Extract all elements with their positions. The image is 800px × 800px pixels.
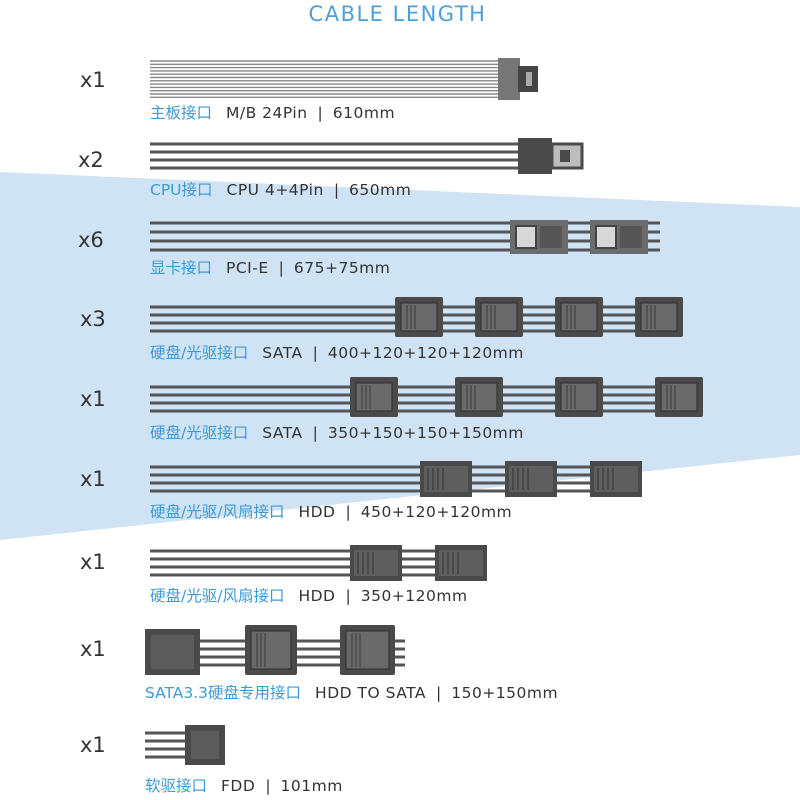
cable-label: CPU接口 CPU 4+4Pin | 650mm	[150, 178, 411, 200]
connector-name-cn: 硬盘/光驱/风扇接口	[150, 587, 285, 605]
connector-spec: FDD	[221, 777, 256, 795]
cable-illustration	[150, 297, 683, 337]
connector-spec: HDD TO SATA	[315, 684, 426, 702]
cable-illustration	[145, 625, 405, 675]
cable-length: 350+120mm	[360, 587, 468, 605]
cable-illustration	[150, 58, 538, 100]
hdd-connector	[145, 629, 200, 675]
separator: |	[317, 104, 323, 122]
cable-length: 150+150mm	[451, 684, 559, 702]
fdd-connector	[185, 725, 225, 765]
connector	[350, 377, 398, 417]
cable-length: 610mm	[332, 104, 396, 122]
cable-label: 硬盘/光驱接口 SATA | 350+150+150+150mm	[150, 421, 524, 443]
connector-spec: M/B 24Pin	[226, 104, 308, 122]
connector-name-cn: 硬盘/光驱接口	[150, 424, 249, 442]
connector	[655, 377, 703, 417]
separator: |	[265, 777, 271, 795]
pcie-connector-aux	[590, 220, 648, 254]
cable-quantity: x2	[78, 148, 104, 172]
connector	[590, 461, 642, 497]
cable-quantity: x6	[78, 228, 104, 252]
separator: |	[345, 503, 351, 521]
cable-label: 硬盘/光驱/风扇接口 HDD | 350+120mm	[150, 584, 468, 606]
connector-spec: CPU 4+4Pin	[226, 181, 324, 199]
connector-name-cn: 显卡接口	[150, 259, 213, 277]
connector	[455, 377, 503, 417]
cable-quantity: x1	[80, 467, 106, 491]
connector	[555, 377, 603, 417]
cable-quantity: x1	[80, 68, 106, 92]
cable-length: 450+120+120mm	[360, 503, 513, 521]
connector	[420, 461, 472, 497]
cable-length: 675+75mm	[293, 259, 391, 277]
connector-spec: HDD	[298, 587, 336, 605]
atx24-connector	[498, 58, 538, 100]
connector-spec: SATA	[262, 344, 303, 362]
cable-quantity: x1	[80, 637, 106, 661]
separator: |	[345, 587, 351, 605]
cable-label: 硬盘/光驱/风扇接口 HDD | 450+120+120mm	[150, 500, 512, 522]
cpu-connector	[518, 138, 584, 174]
connector	[505, 461, 557, 497]
cable-length: 350+150+150+150mm	[327, 424, 524, 442]
separator: |	[312, 344, 318, 362]
connector	[340, 625, 395, 675]
separator: |	[333, 181, 340, 199]
cable-quantity: x1	[80, 387, 106, 411]
cable-illustration	[150, 461, 642, 497]
cable-length: 400+120+120+120mm	[327, 344, 524, 362]
cable-quantity: x1	[80, 550, 106, 574]
connector-name-cn: 软驱接口	[145, 777, 208, 795]
connector	[435, 545, 487, 581]
cable-label: 软驱接口 FDD | 101mm	[145, 774, 343, 796]
connector-name-cn: SATA3.3硬盘专用接口	[145, 684, 302, 702]
connector-name-cn: 硬盘/光驱/风扇接口	[150, 503, 285, 521]
connector-name-cn: CPU接口	[150, 181, 213, 199]
cable-quantity: x1	[80, 733, 106, 757]
connector	[475, 297, 523, 337]
connector	[635, 297, 683, 337]
cable-length: 650mm	[349, 181, 412, 199]
connector-name-cn: 硬盘/光驱接口	[150, 344, 249, 362]
cable-length: 101mm	[280, 777, 343, 795]
cable-label: SATA3.3硬盘专用接口 HDD TO SATA | 150+150mm	[145, 681, 558, 703]
connector	[350, 545, 402, 581]
cable-illustration	[150, 138, 584, 174]
connector-name-cn: 主板接口	[150, 104, 213, 122]
connector	[245, 625, 297, 675]
cable-label: 主板接口 M/B 24Pin | 610mm	[150, 101, 395, 123]
separator: |	[312, 424, 318, 442]
connector-spec: HDD	[298, 503, 336, 521]
cable-label: 硬盘/光驱接口 SATA | 400+120+120+120mm	[150, 341, 524, 363]
cable-quantity: x3	[80, 307, 106, 331]
connector	[395, 297, 443, 337]
connector-spec: SATA	[262, 424, 303, 442]
connector-spec: PCI-E	[226, 259, 269, 277]
cable-label: 显卡接口 PCI-E | 675+75mm	[150, 256, 390, 278]
cable-illustration	[150, 220, 660, 254]
cable-illustration	[150, 545, 487, 581]
cable-illustration	[150, 377, 703, 417]
page-title: CABLE LENGTH	[308, 2, 487, 26]
pcie-connector-main	[510, 220, 568, 254]
cable-illustration	[145, 725, 225, 765]
separator: |	[436, 684, 442, 702]
separator: |	[278, 259, 284, 277]
connector	[555, 297, 603, 337]
